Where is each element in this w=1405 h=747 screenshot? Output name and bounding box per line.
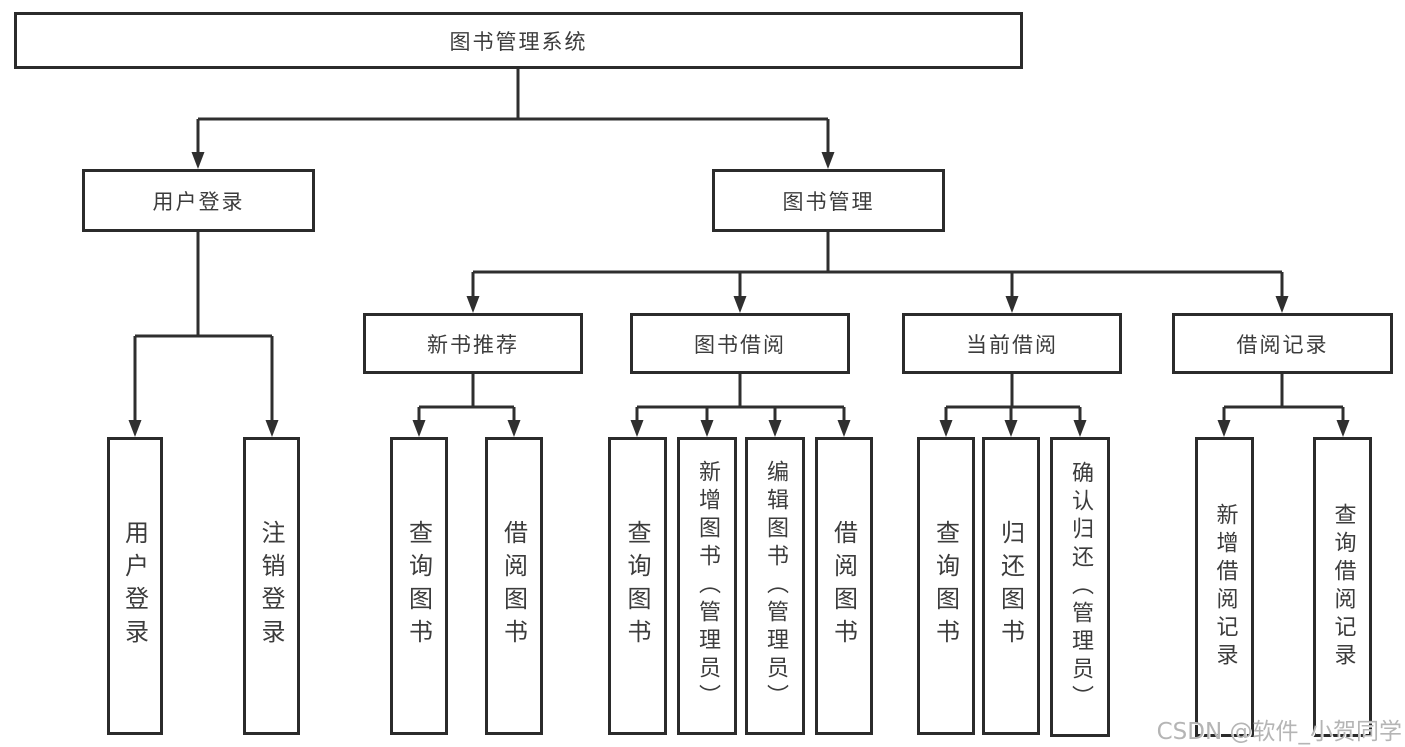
node-leaf-add-book-admin: 新增图书（管理员）	[677, 437, 737, 735]
node-leaf-user-login: 用户登录	[107, 437, 163, 735]
node-label-leaf-return-book: 归还图书	[996, 520, 1025, 652]
node-leaf-add-borrow-rec: 新增借阅记录	[1195, 437, 1254, 737]
node-label-new-book-recommend: 新书推荐	[427, 332, 519, 357]
arrowhead-down-icon	[128, 420, 142, 437]
node-label-book-management: 图书管理	[782, 189, 875, 214]
node-leaf-borrow-book-1: 借阅图书	[485, 437, 543, 735]
arrowhead-down-icon	[507, 420, 521, 437]
node-label-borrowing-records: 借阅记录	[1236, 332, 1329, 357]
arrowhead-down-icon	[1005, 296, 1019, 313]
arrowhead-down-icon	[1336, 420, 1350, 437]
arrowhead-down-icon	[1217, 420, 1231, 437]
arrowhead-down-icon	[700, 420, 714, 437]
node-label-leaf-query-borrow-rec: 查询借阅记录	[1330, 503, 1356, 671]
node-book-management: 图书管理	[712, 169, 945, 232]
node-leaf-edit-book-admin: 编辑图书（管理员）	[745, 437, 805, 735]
arrowhead-down-icon	[821, 152, 835, 169]
node-leaf-borrow-book-2: 借阅图书	[815, 437, 873, 735]
node-user-login: 用户登录	[82, 169, 315, 232]
node-label-root-system: 图书管理系统	[449, 29, 588, 54]
node-root-system: 图书管理系统	[14, 12, 1023, 69]
arrowhead-down-icon	[1073, 420, 1087, 437]
node-leaf-query-book-3: 查询图书	[917, 437, 975, 735]
arrowhead-down-icon	[837, 420, 851, 437]
node-label-leaf-query-book-2: 查询图书	[623, 520, 651, 652]
node-label-leaf-query-book-3: 查询图书	[931, 520, 960, 652]
arrowhead-down-icon	[768, 420, 782, 437]
node-label-leaf-query-book-1: 查询图书	[404, 520, 433, 652]
node-leaf-confirm-return: 确认归还（管理员）	[1050, 437, 1110, 737]
node-label-leaf-user-login: 用户登录	[120, 520, 149, 652]
arrowhead-down-icon	[265, 420, 279, 437]
arrowhead-down-icon	[1004, 420, 1018, 437]
node-leaf-return-book: 归还图书	[982, 437, 1040, 735]
node-label-leaf-logout: 注销登录	[257, 520, 285, 652]
arrowhead-down-icon	[466, 296, 480, 313]
node-label-user-login: 用户登录	[152, 189, 245, 214]
node-book-borrowing: 图书借阅	[630, 313, 850, 374]
arrowhead-down-icon	[1275, 296, 1289, 313]
watermark: CSDN @软件_小贺同学	[1156, 719, 1402, 745]
node-label-leaf-add-book-admin: 新增图书（管理员）	[695, 460, 720, 712]
arrowhead-down-icon	[630, 420, 644, 437]
node-leaf-query-book-2: 查询图书	[608, 437, 667, 735]
node-label-leaf-confirm-return: 确认归还（管理员）	[1068, 461, 1093, 713]
node-label-current-borrowing: 当前借阅	[966, 332, 1058, 357]
node-label-leaf-borrow-book-2: 借阅图书	[829, 520, 858, 652]
arrowhead-down-icon	[191, 152, 205, 169]
node-leaf-logout: 注销登录	[243, 437, 300, 735]
node-borrowing-records: 借阅记录	[1172, 313, 1393, 374]
node-leaf-query-book-1: 查询图书	[390, 437, 448, 735]
arrowhead-down-icon	[733, 296, 747, 313]
arrowhead-down-icon	[939, 420, 953, 437]
node-label-book-borrowing: 图书借阅	[694, 332, 786, 357]
node-label-leaf-add-borrow-rec: 新增借阅记录	[1212, 503, 1238, 671]
node-current-borrowing: 当前借阅	[902, 313, 1122, 374]
node-label-leaf-edit-book-admin: 编辑图书（管理员）	[763, 460, 788, 712]
node-new-book-recommend: 新书推荐	[363, 313, 583, 374]
node-label-leaf-borrow-book-1: 借阅图书	[499, 520, 528, 652]
node-leaf-query-borrow-rec: 查询借阅记录	[1313, 437, 1372, 737]
arrowhead-down-icon	[412, 420, 426, 437]
